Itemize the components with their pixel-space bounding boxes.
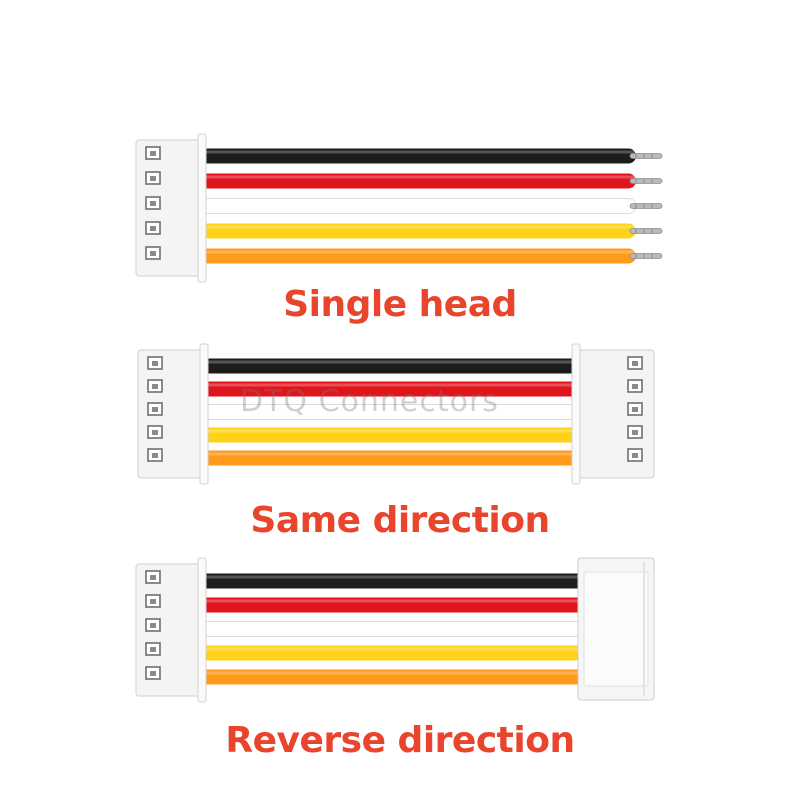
reverse-direction-wires-wire-shine [200,671,590,675]
same-direction-right-connector-pin [632,384,638,389]
same-direction-wires-wire [200,358,590,374]
same-direction-right-connector-pin [632,430,638,435]
single-head-wires-wire-shine [200,225,636,229]
same-direction-right-connector-pin [632,453,638,458]
reverse-direction-wires-wire-shine [200,647,590,651]
single-head-tinned-ends-tin-strand [635,204,653,208]
single-head-wires-wire [200,148,636,164]
same-direction-left-connector-flange [199,343,209,485]
single-head-connector-pin [150,201,156,206]
caption-reverse-direction: Reverse direction [225,720,575,761]
single-head-wires-wire [200,223,636,239]
single-head-tinned-ends-tin-strand [635,154,653,158]
reverse-direction-wires-wire [200,573,590,589]
same-direction-right-connector-flange [571,343,581,485]
same-direction-left-connector-pin [152,430,158,435]
reverse-direction-left-connector-pin [150,575,156,580]
single-head-tinned-ends-tin [629,203,663,209]
same-direction-right-connector-pin [632,407,638,412]
same-direction-wires-wire [200,427,590,443]
same-direction-wires-wire-shine [200,429,590,433]
single-head-connector-pin [150,251,156,256]
single-head-connector [135,133,207,283]
same-direction-left-connector-pin [152,361,158,366]
single-head-tinned-ends-tin-strand [635,229,653,233]
single-head-wires-wire [200,248,636,264]
same-direction-wires-wire [200,450,590,466]
reverse-direction-wires-wire-shine [200,599,590,603]
same-direction-wires-wire-shine [200,406,590,410]
single-head-connector-flange [197,133,207,283]
single-head-tinned-ends-tin [629,253,663,259]
reverse-direction-left-connector-pin [150,647,156,652]
single-head-wires [199,148,637,264]
reverse-direction-wires-wire [200,669,590,685]
single-head-connector-pin [150,176,156,181]
same-direction-wires-wire-shine [200,383,590,387]
single-head-tinned-ends [629,153,663,259]
same-direction-right-connector [571,343,655,485]
single-head-tinned-ends-tin [629,178,663,184]
reverse-direction-left-connector-flange [197,557,207,703]
reverse-direction-wires [199,573,591,685]
reverse-direction-right-housing-face [583,571,649,687]
single-head-wires-wire-shine [200,200,636,204]
same-direction-left-connector-pin [152,384,158,389]
reverse-direction-left-connector [135,557,207,703]
reverse-direction-wires-wire [200,645,590,661]
caption-single-head: Single head [283,284,517,325]
watermark-text: DTQ Connectors [240,384,499,419]
reverse-direction-left-connector-pin [150,599,156,604]
single-head-connector-pin [150,151,156,156]
reverse-direction-wires-wire-shine [200,575,590,579]
reverse-direction-right-housing [577,557,655,701]
single-head-tinned-ends-tin-strand [635,179,653,183]
single-head-tinned-ends-tin [629,228,663,234]
single-head-wires-wire-shine [200,150,636,154]
single-head-wires-wire [200,173,636,189]
single-head-connector-pin [150,226,156,231]
caption-same-direction: Same direction [250,500,550,541]
single-head-wires-wire-shine [200,250,636,254]
same-direction-right-connector-pin [632,361,638,366]
same-direction-wires-wire-shine [200,452,590,456]
reverse-direction-wires-wire-shine [200,623,590,627]
same-direction-wires-wire-shine [200,360,590,364]
same-direction-wires-wire [200,381,590,397]
same-direction-left-connector-pin [152,407,158,412]
same-direction-left-connector-pin [152,453,158,458]
single-head-tinned-ends-tin-strand [635,254,653,258]
single-head-wires-wire-shine [200,175,636,179]
reverse-direction-left-connector-pin [150,671,156,676]
same-direction-wires [199,358,591,466]
reverse-direction-left-connector-pin [150,623,156,628]
single-head-tinned-ends-tin [629,153,663,159]
reverse-direction-wires-wire [200,597,590,613]
same-direction-left-connector [137,343,209,485]
